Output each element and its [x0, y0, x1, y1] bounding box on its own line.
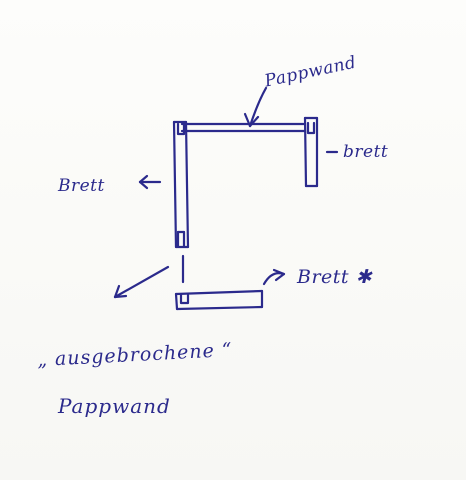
arrow-brett-star — [262, 268, 286, 286]
label-brett-left: Brett — [58, 176, 105, 196]
arrow-ausgebrochene — [113, 265, 170, 299]
arrow-pappwand-top — [243, 86, 268, 128]
label-pappwand-bottom: Pappwand — [58, 394, 171, 418]
cardboard-wall-top — [180, 122, 307, 133]
label-brett-right: brett — [343, 142, 389, 162]
arrow-brett-left — [138, 174, 162, 190]
board-right — [303, 116, 319, 188]
board-left — [172, 120, 190, 249]
board-bottom — [174, 289, 264, 311]
label-brett-star: Brett ✱ — [297, 266, 373, 288]
